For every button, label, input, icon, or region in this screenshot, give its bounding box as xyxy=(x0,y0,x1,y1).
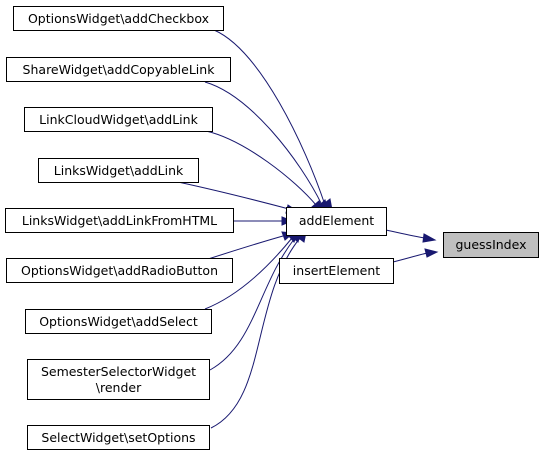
node-label: OptionsWidget\addSelect xyxy=(39,314,198,329)
node-options-add-radio-button[interactable]: OptionsWidget\addRadioButton xyxy=(6,258,233,283)
node-label: LinkCloudWidget\addLink xyxy=(39,112,198,127)
node-add-element[interactable]: addElement xyxy=(286,207,387,236)
edge-addcheckbox-to-addelement xyxy=(213,29,326,206)
node-label: SelectWidget\setOptions xyxy=(41,430,195,445)
edge-addselect-to-addelement xyxy=(204,237,293,310)
node-select-set-options[interactable]: SelectWidget\setOptions xyxy=(27,425,210,450)
node-linkcloud-add-link[interactable]: LinkCloudWidget\addLink xyxy=(24,107,213,132)
node-label: insertElement xyxy=(293,263,380,278)
node-options-add-select[interactable]: OptionsWidget\addSelect xyxy=(25,309,212,334)
node-options-add-checkbox[interactable]: OptionsWidget\addCheckbox xyxy=(13,6,224,31)
node-label-line1: SemesterSelectorWidget xyxy=(41,364,196,379)
edge-links-addlink-to-addelement xyxy=(177,181,290,210)
edge-insertelement-to-guessindex xyxy=(392,252,428,263)
node-label: LinksWidget\addLinkFromHTML xyxy=(22,213,217,228)
edge-addelement-to-guessindex xyxy=(385,229,426,239)
edge-addradiobutton-to-addelement xyxy=(204,235,284,261)
node-label: OptionsWidget\addCheckbox xyxy=(28,11,209,26)
node-label: addElement xyxy=(299,213,374,228)
node-label: OptionsWidget\addRadioButton xyxy=(21,263,218,278)
node-guess-index[interactable]: guessIndex xyxy=(443,232,539,258)
node-label: LinksWidget\addLink xyxy=(54,163,184,178)
edge-linkcloud-addlink-to-addelement xyxy=(205,130,317,206)
edge-addcopyablelink-to-addelement xyxy=(204,81,323,206)
edge-semester-render-to-addelement xyxy=(209,237,296,371)
arrowhead-insertelement-to-guessindex xyxy=(424,248,439,258)
node-share-add-copyable-link[interactable]: ShareWidget\addCopyableLink xyxy=(6,57,231,82)
node-label: ShareWidget\addCopyableLink xyxy=(23,62,216,77)
node-links-add-link[interactable]: LinksWidget\addLink xyxy=(38,158,199,183)
node-label: guessIndex xyxy=(456,237,527,252)
node-label-line2: \render xyxy=(96,380,142,395)
arrowhead-addelement-to-guessindex xyxy=(422,233,437,243)
node-semester-selector-render[interactable]: SemesterSelectorWidget \render xyxy=(27,359,210,400)
node-links-add-link-from-html[interactable]: LinksWidget\addLinkFromHTML xyxy=(5,208,234,233)
node-insert-element[interactable]: insertElement xyxy=(279,258,394,284)
